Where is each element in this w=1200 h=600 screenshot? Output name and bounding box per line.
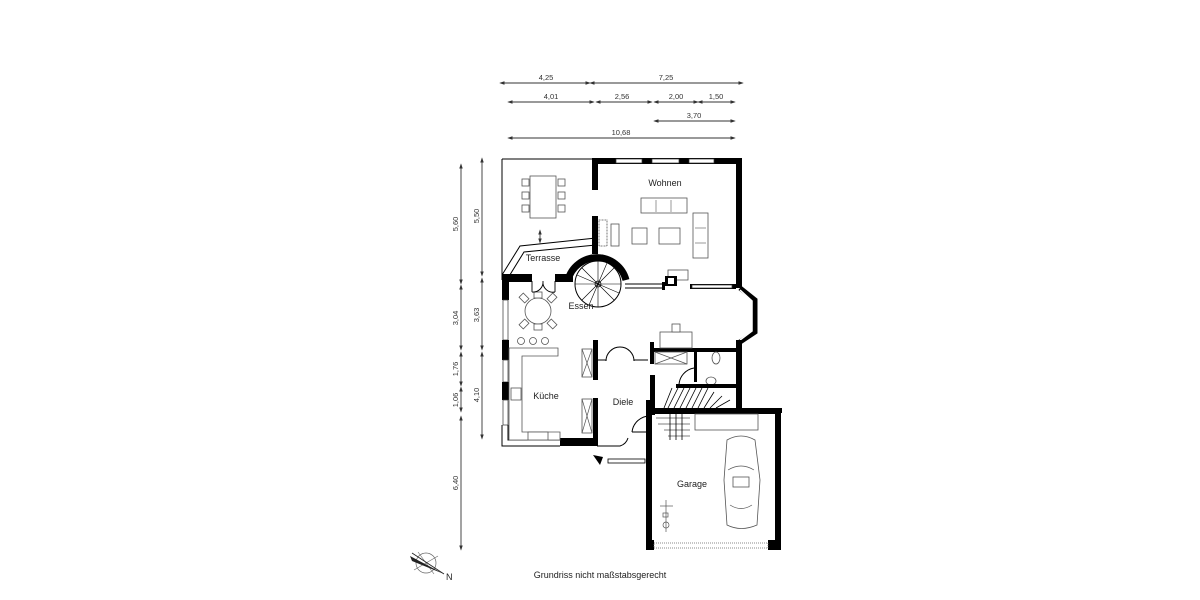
dimensions-left: 5,60 3,04 1,76 1,06 6,40 5,50 3,63 4,10	[451, 157, 484, 551]
compass-icon: N	[410, 551, 453, 582]
room-label-kueche: Küche	[533, 391, 559, 401]
terrasse-area	[501, 158, 597, 280]
bicycle-icon	[660, 500, 673, 532]
dim-5-50: 5,50	[472, 209, 481, 224]
room-label-terrasse: Terrasse	[526, 253, 561, 263]
stairs	[574, 260, 731, 440]
dim-4-10: 4,10	[472, 388, 481, 403]
room-labels: Wohnen Terrasse Essen Küche Diele Garage	[526, 178, 707, 489]
room-label-wohnen: Wohnen	[648, 178, 681, 188]
furniture	[508, 197, 761, 532]
dim-10-68: 10,68	[612, 128, 631, 137]
dim-1-06: 1,06	[451, 393, 460, 408]
dim-5-60: 5,60	[451, 217, 460, 232]
dim-3-04: 3,04	[451, 311, 460, 326]
dim-6-40: 6,40	[451, 476, 460, 491]
dim-4-01: 4,01	[544, 92, 559, 101]
dim-1-76: 1,76	[451, 362, 460, 377]
room-label-essen: Essen	[568, 301, 593, 311]
room-label-diele: Diele	[613, 397, 634, 407]
dim-1-50: 1,50	[709, 92, 724, 101]
dim-4-25: 4,25	[539, 73, 554, 82]
dim-3-70: 3,70	[687, 111, 702, 120]
compass-north-label: N	[446, 572, 453, 582]
dim-3-63: 3,63	[472, 308, 481, 323]
room-label-garage: Garage	[677, 479, 707, 489]
scale-note: Grundriss nicht maßstabsgerecht	[534, 570, 667, 580]
dim-2-56: 2,56	[615, 92, 630, 101]
dim-7-25: 7,25	[659, 73, 674, 82]
walls	[501, 158, 782, 550]
dim-2-00: 2,00	[669, 92, 684, 101]
dimensions-top: 4,25 7,25 4,01 2,56 2,00 1,50 3,70 10,68	[499, 73, 744, 140]
car-icon	[723, 435, 761, 529]
